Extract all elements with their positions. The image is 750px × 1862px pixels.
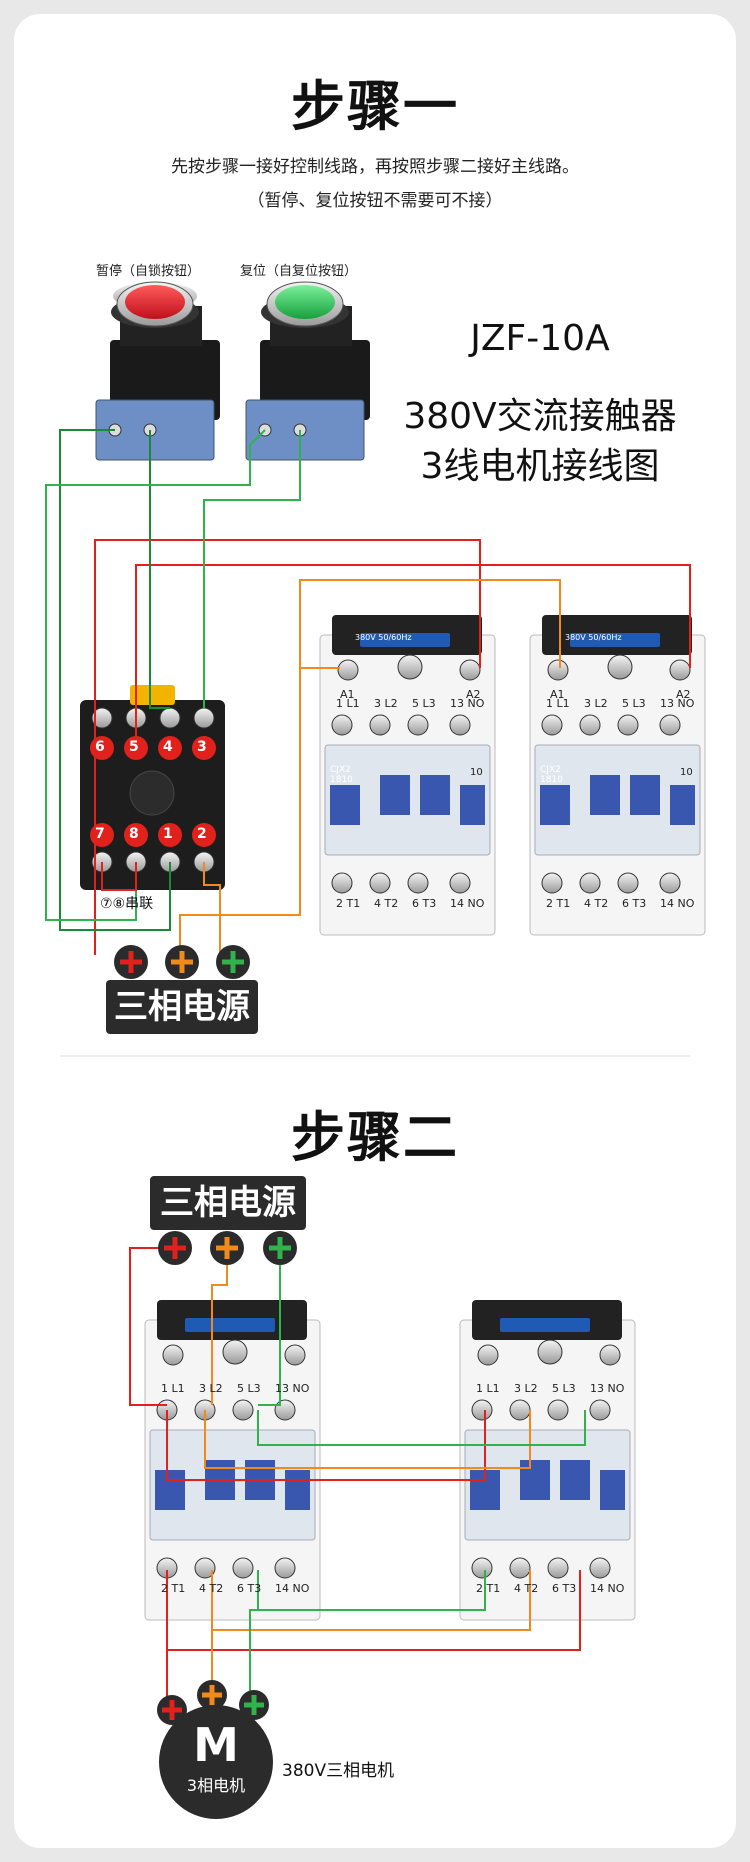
c2-label-14no: 14 NO [660, 897, 695, 910]
c3-label-14no: 14 NO [275, 1582, 310, 1595]
reset-button [245, 281, 370, 461]
c1-label-14no: 14 NO [450, 897, 485, 910]
subtitle-line2: 3线电机接线图 [420, 446, 660, 487]
c4-label-14no: 14 NO [590, 1582, 625, 1595]
c2-label-l2: 3 L2 [584, 697, 608, 710]
motor-label: 380V三相电机 [282, 1761, 395, 1781]
step1-title: 步骤一 [291, 75, 459, 138]
c1-coil-a2: A2 [466, 688, 481, 701]
relay-terminal-8: 8 [129, 826, 139, 842]
contactor-1 [319, 615, 496, 936]
c2-label-l3: 5 L3 [622, 697, 646, 710]
c4-label-t3: 6 T3 [552, 1582, 577, 1595]
c3-label-13no: 13 NO [275, 1382, 310, 1395]
contactor-3 [144, 1300, 321, 1621]
c1-model-code: CJX2 1810 [330, 765, 353, 785]
c1-label-l3: 5 L3 [412, 697, 436, 710]
c1-label-13no: 13 NO [450, 697, 485, 710]
c1-coil-a1: A1 [340, 688, 355, 701]
c3-label-t2: 4 T2 [199, 1582, 224, 1595]
c1-badge: 380V 50/60Hz [355, 633, 412, 642]
c1-label-t2: 4 T2 [374, 897, 399, 910]
c2-coil-a1: A1 [550, 688, 565, 701]
c2-label-13no: 13 NO [660, 697, 695, 710]
c3-label-t1: 2 T1 [161, 1582, 186, 1595]
c4-label-13no: 13 NO [590, 1382, 625, 1395]
c3-label-l3: 5 L3 [237, 1382, 261, 1395]
c1-label-t1: 2 T1 [336, 897, 361, 910]
step2-title: 步骤二 [291, 1106, 459, 1169]
subtitle-line1: 380V交流接触器 [403, 396, 677, 437]
c2-label-t2: 4 T2 [584, 897, 609, 910]
main-wires [129, 1247, 586, 1705]
motor-icon [157, 1680, 273, 1819]
contactor-4 [459, 1300, 636, 1621]
relay-terminal-5: 5 [129, 739, 139, 755]
relay-terminal-3: 3 [197, 739, 207, 755]
c2-side-num: 10 [680, 767, 693, 778]
relay-terminal-1: 1 [163, 826, 173, 842]
step1-power-label: 三相电源 [106, 980, 258, 1034]
c2-label-l1: 1 L1 [546, 697, 570, 710]
step2-power-label: 三相电源 [150, 1176, 306, 1230]
c1-label-t3: 6 T3 [412, 897, 437, 910]
motor-sub: 3相电机 [186, 1776, 246, 1795]
c3-label-l2: 3 L2 [199, 1382, 223, 1395]
relay-terminal-7: 7 [95, 826, 105, 842]
model-title: JZF-10A [470, 318, 610, 359]
relay-terminal-2: 2 [197, 826, 207, 842]
c1-label-l1: 1 L1 [336, 697, 360, 710]
control-wires [45, 429, 691, 955]
contactor-2 [529, 615, 706, 936]
c2-model-code: CJX2 1810 [540, 765, 563, 785]
c4-label-l2: 3 L2 [514, 1382, 538, 1395]
c4-label-l1: 1 L1 [476, 1382, 500, 1395]
step1-desc-line1: 先按步骤一接好控制线路，再按照步骤二接好主线路。 [171, 157, 579, 177]
c1-side-num: 10 [470, 767, 483, 778]
step1-desc-line2: （暂停、复位按钮不需要可不接） [247, 191, 503, 211]
pause-button-label: 暂停（自锁按钮） [96, 264, 201, 279]
relay-terminal-4: 4 [163, 739, 173, 755]
pause-button [95, 281, 220, 461]
c2-coil-a2: A2 [676, 688, 691, 701]
c4-label-l3: 5 L3 [552, 1382, 576, 1395]
c3-label-l1: 1 L1 [161, 1382, 185, 1395]
c1-label-l2: 3 L2 [374, 697, 398, 710]
reset-button-label: 复位（自复位按钮） [240, 264, 358, 279]
c2-badge: 380V 50/60Hz [565, 633, 622, 642]
power-terminals-step1 [114, 945, 250, 979]
series-note: ⑦⑧串联 [100, 896, 154, 912]
c2-label-t3: 6 T3 [622, 897, 647, 910]
c4-label-t1: 2 T1 [476, 1582, 501, 1595]
motor-letter: M [193, 1718, 239, 1772]
power-terminals-step2 [158, 1231, 297, 1265]
c2-label-t1: 2 T1 [546, 897, 571, 910]
c3-label-t3: 6 T3 [237, 1582, 262, 1595]
c4-label-t2: 4 T2 [514, 1582, 539, 1595]
relay-base [80, 685, 225, 890]
relay-terminal-6: 6 [95, 739, 105, 755]
